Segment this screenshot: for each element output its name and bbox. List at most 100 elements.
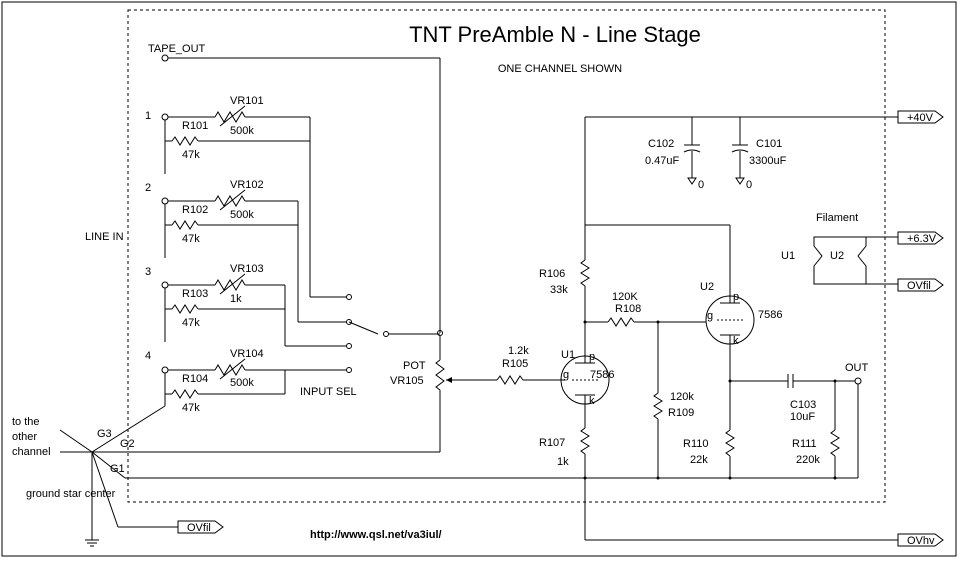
line-in-label: LINE IN — [85, 231, 124, 243]
input-4-number: 4 — [145, 350, 151, 362]
c102-capacitor: 0 C102 0.47uF — [645, 117, 704, 191]
ovfil-port-right — [897, 278, 944, 292]
channel-label: channel — [12, 446, 51, 458]
pot-label: POT — [403, 360, 426, 372]
vr101-label: VR101 — [230, 95, 264, 107]
u2-pin-g: g — [707, 310, 713, 322]
tape-out-label: TAPE_OUT — [148, 43, 206, 55]
vr101-resistor — [214, 111, 246, 123]
c102-value: 0.47uF — [645, 155, 680, 167]
vr102-resistor — [214, 195, 246, 207]
filament-u2-label: U2 — [830, 250, 844, 262]
ground-star-center: OVfil to the other channel G3 G2 G1 grou… — [12, 416, 224, 547]
c101-value: 3300uF — [749, 155, 787, 167]
c102-ground: 0 — [698, 179, 704, 191]
ovhv-port — [897, 533, 944, 547]
r110-resistor: R110 22k — [683, 429, 735, 478]
chassis-boundary — [127, 9, 886, 503]
ovhv-label: OVhv — [907, 535, 935, 547]
v40-label: +40V — [907, 112, 934, 124]
r105-value: 1.2k — [508, 345, 529, 357]
vr104-resistor — [214, 364, 246, 376]
c101-label: C101 — [756, 138, 782, 150]
r109-resistor: 120k R109 — [653, 322, 694, 478]
r103-label: R103 — [182, 288, 208, 300]
out-label: OUT — [845, 362, 869, 374]
u2-type: 7586 — [758, 309, 782, 321]
r104-resistor — [171, 389, 199, 399]
vr105-label: VR105 — [390, 375, 424, 387]
r103-resistor — [171, 304, 199, 314]
u1-pin-k: k — [589, 395, 595, 407]
r101-label: R101 — [182, 120, 208, 132]
r104-value: 47k — [182, 402, 200, 414]
r101-value: 47k — [182, 149, 200, 161]
to-the-label: to the — [12, 416, 40, 428]
r111-label: R111 — [792, 438, 817, 450]
vr103-value: 1k — [230, 293, 242, 305]
r109-value: 120k — [670, 391, 694, 403]
r102-value: 47k — [182, 233, 200, 245]
g2-label: G2 — [120, 438, 135, 450]
v63-label: +6.3V — [907, 233, 937, 245]
r105-resistor: 1.2k R105 — [480, 345, 565, 385]
c103-label: C103 — [790, 399, 816, 411]
input-1-circuit: 1 VR101 500k R101 47k — [145, 95, 352, 300]
r108-value: 120K — [612, 291, 638, 303]
vr101-value: 500k — [230, 125, 254, 137]
input-1-jack — [161, 113, 169, 121]
c103-capacitor: C103 10uF — [728, 374, 855, 423]
input-2-number: 2 — [145, 182, 151, 194]
u1-pin-g: g — [563, 369, 569, 381]
input-4-jack — [161, 366, 169, 374]
c101-capacitor: 0 C101 3300uF — [731, 117, 787, 191]
r110-label: R110 — [683, 438, 708, 450]
vr104-label: VR104 — [230, 348, 264, 360]
u1-tube: p g k U1 7586 — [560, 349, 614, 407]
u1-type: 7586 — [590, 369, 614, 381]
r104-label: R104 — [182, 373, 208, 385]
c102-label: C102 — [648, 138, 674, 150]
vr102-value: 500k — [230, 209, 254, 221]
r106-label: R106 — [539, 268, 565, 280]
input-4-circuit: 4 VR104 500k R104 47k — [145, 348, 352, 414]
other-label: other — [12, 431, 37, 443]
vr103-label: VR103 — [230, 263, 264, 275]
r106-resistor: R106 33k — [539, 224, 730, 356]
r107-resistor: R107 1k — [539, 404, 590, 540]
source-url: http://www.qsl.net/va3iul/ — [310, 529, 442, 541]
c103-value: 10uF — [790, 411, 815, 423]
ground-star-label: ground star center — [26, 488, 116, 500]
selector-contact-2 — [346, 319, 352, 325]
r106-value: 33k — [550, 284, 568, 296]
selector-contact-1 — [346, 294, 352, 300]
v63-port — [897, 231, 944, 245]
r111-value: 220k — [796, 454, 820, 466]
tape-out-jack — [161, 54, 443, 336]
ovfil-label-left: OVfil — [187, 522, 211, 534]
vr102-label: VR102 — [230, 179, 264, 191]
filament-label: Filament — [816, 212, 858, 224]
r105-label: R105 — [502, 358, 528, 370]
ovfil-port-left — [177, 520, 224, 534]
filament-u1-label: U1 — [781, 250, 795, 262]
c101-ground: 0 — [746, 179, 752, 191]
input-selector-switch: INPUT SEL — [300, 321, 440, 398]
g3-ground-wire — [91, 405, 166, 453]
u2-label: U2 — [700, 281, 714, 293]
r107-label: R107 — [539, 437, 565, 449]
filament-circuit: Filament +6.3V OVfil U1 U2 — [781, 212, 944, 292]
v40-port — [897, 110, 944, 124]
r102-label: R102 — [182, 204, 208, 216]
input-3-circuit: 3 VR103 1k R103 47k — [145, 263, 352, 349]
g1-label: G1 — [110, 463, 125, 475]
g3-label: G3 — [97, 428, 112, 440]
u1-label: U1 — [561, 349, 575, 361]
r111-resistor: R111 220k — [792, 381, 840, 478]
input-3-jack — [161, 281, 169, 289]
ovfil-label-right: OVfil — [907, 280, 931, 292]
selector-contact-4 — [346, 367, 352, 373]
